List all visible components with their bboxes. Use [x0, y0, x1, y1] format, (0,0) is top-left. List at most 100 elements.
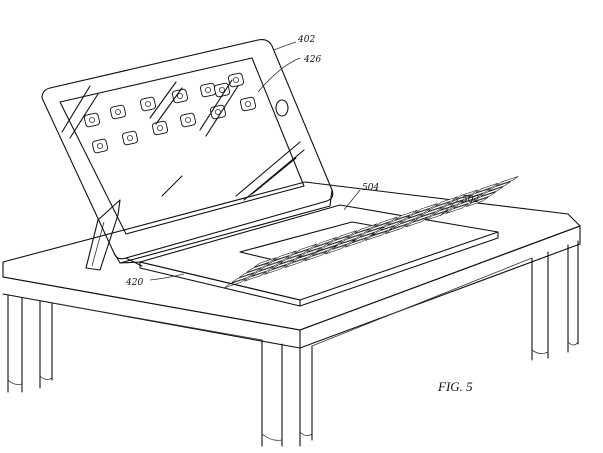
keyboard-key	[284, 257, 308, 268]
keyboard-key	[372, 225, 396, 236]
keyboard-key	[294, 243, 317, 254]
keyboard-key	[387, 215, 411, 226]
table-leg-left	[7, 294, 53, 393]
table-right-edge	[299, 225, 581, 349]
keyboard-key	[326, 235, 350, 246]
app-glyph	[232, 77, 239, 84]
keyboard-key	[352, 232, 375, 243]
app-icon	[91, 138, 109, 154]
app-icon	[227, 72, 245, 88]
table-leg-right	[531, 240, 579, 361]
keyboard-key	[420, 206, 443, 217]
leader-504	[343, 189, 361, 211]
keyboard-key	[435, 196, 458, 207]
leader-402	[273, 41, 297, 51]
keyboard-key	[271, 259, 295, 270]
keyboard-key	[344, 237, 368, 248]
keyboard-key	[374, 216, 398, 227]
table-front-edge	[2, 276, 301, 349]
app-icon	[171, 88, 189, 104]
keyboard-key	[299, 247, 323, 258]
app-glyph	[144, 101, 151, 108]
app-icon	[83, 112, 101, 128]
keyboard-key	[488, 181, 511, 192]
keyboard-key	[273, 250, 297, 261]
keyboard-key	[304, 251, 328, 262]
leader-420	[149, 273, 185, 281]
app-icon	[213, 82, 231, 98]
leader-426	[257, 57, 301, 93]
keyboard-key	[460, 193, 484, 204]
app-glyph	[156, 125, 163, 132]
tablet	[41, 39, 334, 307]
app-icon	[179, 112, 197, 128]
keyboard-key	[405, 217, 428, 228]
app-glyph	[184, 117, 191, 124]
keyboard-key	[455, 189, 479, 200]
keyboard-key	[400, 213, 423, 224]
leader-502	[439, 199, 459, 217]
keyboard-key	[251, 266, 275, 277]
tablet-edge	[113, 189, 333, 264]
kickstand	[85, 199, 121, 271]
keyboard-key	[311, 245, 335, 257]
keyboard-key	[243, 271, 267, 282]
app-glyph	[115, 109, 122, 116]
keyboard-key	[495, 176, 519, 187]
keyboard-key	[480, 186, 504, 197]
trackpad-area	[239, 221, 393, 263]
app-glyph	[218, 87, 225, 94]
ref-402: 402	[297, 35, 315, 45]
ref-420: 420	[125, 278, 143, 288]
app-glyph	[97, 142, 104, 149]
keyboard-key	[253, 257, 277, 268]
home-button	[275, 99, 289, 117]
app-icon	[199, 82, 217, 98]
app-glyph	[244, 101, 251, 108]
keyboard-key	[339, 233, 363, 245]
keyboard-key	[314, 237, 338, 248]
keyboard-key	[475, 182, 499, 194]
app-icon	[121, 130, 139, 146]
keyboard-key	[231, 272, 255, 284]
keyboard-key	[425, 210, 449, 221]
keyboard-key	[392, 218, 416, 229]
tablet-screen	[59, 57, 305, 235]
app-glyph	[204, 87, 211, 94]
table	[2, 181, 581, 447]
table-leg-front	[261, 339, 313, 447]
keyboard-key	[394, 209, 418, 221]
app-glyph	[214, 109, 221, 116]
keyboard-key	[319, 240, 343, 251]
keyboard-key	[359, 227, 383, 238]
keyboard-key	[347, 228, 370, 239]
keyboard-key	[264, 264, 287, 275]
keyboard-key	[445, 203, 469, 214]
keyboard-key	[246, 262, 270, 273]
ref-504: 504	[362, 183, 379, 193]
keyboard-key	[412, 211, 436, 223]
keyboard-key	[286, 248, 310, 260]
keyboard-key	[427, 201, 451, 212]
keyboard-key	[415, 203, 438, 214]
app-glyph	[127, 134, 134, 141]
keyboard-key	[279, 254, 302, 265]
app-icon-grid	[83, 72, 257, 154]
ref-426: 426	[303, 55, 321, 65]
keyboard-key	[266, 255, 290, 266]
keyboard-key	[453, 198, 476, 209]
leader-lines	[149, 41, 459, 281]
app-icon	[139, 96, 157, 112]
cover-hinge	[119, 257, 301, 307]
keyboard-cover	[139, 176, 519, 307]
keyboard-key	[468, 188, 491, 199]
keyboard-key	[379, 220, 403, 231]
ref-502: 502	[462, 195, 479, 205]
keyboard-key	[367, 221, 390, 233]
keyboard-key	[334, 230, 358, 241]
keyboard-key	[324, 244, 348, 255]
keyboard-key	[354, 223, 378, 234]
keyboard-key	[407, 208, 431, 219]
